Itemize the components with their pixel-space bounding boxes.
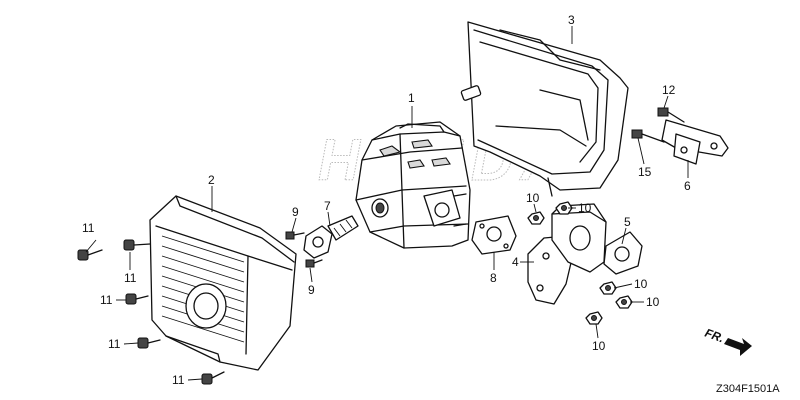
part-8-gasket[interactable] xyxy=(471,215,517,255)
callout-15: 15 xyxy=(638,165,652,179)
part-6-bracket[interactable] xyxy=(661,119,729,165)
callout-9-b: 9 xyxy=(308,283,315,297)
screw-9-b[interactable] xyxy=(305,259,323,268)
part-3-muffler-protector[interactable] xyxy=(460,21,629,197)
part-7-spark-arrester[interactable] xyxy=(303,215,359,259)
nut-10-b[interactable] xyxy=(555,201,573,215)
callouts: 1 2 3 4 5 6 7 8 9 9 10 10 10 10 10 11 11… xyxy=(82,13,691,387)
callout-10-e: 10 xyxy=(592,339,606,353)
nut-10-a[interactable] xyxy=(527,211,545,225)
callout-4: 4 xyxy=(512,255,519,269)
callout-10-c: 10 xyxy=(634,277,648,291)
front-direction-indicator: FR. xyxy=(703,326,752,356)
callout-9-a: 9 xyxy=(292,205,299,219)
callout-12: 12 xyxy=(662,83,676,97)
callout-2: 2 xyxy=(208,173,215,187)
callout-6: 6 xyxy=(684,179,691,193)
bolt-11-d[interactable] xyxy=(137,337,161,349)
leader-lines xyxy=(85,26,689,381)
bolt-11-a[interactable] xyxy=(77,249,103,261)
part-1-muffler[interactable] xyxy=(355,121,471,249)
part-5-exhaust-gasket[interactable] xyxy=(603,231,643,275)
screw-9-a[interactable] xyxy=(285,231,305,240)
diagram-code: Z304F1501A xyxy=(716,383,780,395)
nut-10-d[interactable] xyxy=(615,295,633,309)
bolt-12[interactable] xyxy=(657,107,685,123)
part-4-exhaust-pipe[interactable] xyxy=(527,203,607,305)
nut-10-c[interactable] xyxy=(599,281,617,295)
callout-11-e: 11 xyxy=(172,373,185,387)
callout-11-c: 11 xyxy=(100,293,113,307)
bolt-11-e[interactable] xyxy=(201,371,225,385)
front-arrow-icon xyxy=(724,338,752,356)
svg-text:FR.: FR. xyxy=(703,326,726,346)
callout-11-a: 11 xyxy=(82,221,95,235)
callout-3: 3 xyxy=(568,13,575,27)
callout-7: 7 xyxy=(324,199,331,213)
callout-11-d: 11 xyxy=(108,337,121,351)
callout-10-a: 10 xyxy=(526,191,540,205)
bolt-11-c[interactable] xyxy=(125,293,149,305)
callout-1: 1 xyxy=(408,91,415,105)
callout-5: 5 xyxy=(624,215,631,229)
callout-10-d: 10 xyxy=(646,295,660,309)
callout-10-b: 10 xyxy=(578,201,592,215)
part-2-muffler-cover[interactable] xyxy=(149,195,297,371)
callout-11-b: 11 xyxy=(124,271,137,285)
callout-8: 8 xyxy=(490,271,497,285)
bolt-11-b[interactable] xyxy=(123,239,151,251)
bolt-15[interactable] xyxy=(631,129,665,143)
nut-10-e[interactable] xyxy=(585,311,603,325)
